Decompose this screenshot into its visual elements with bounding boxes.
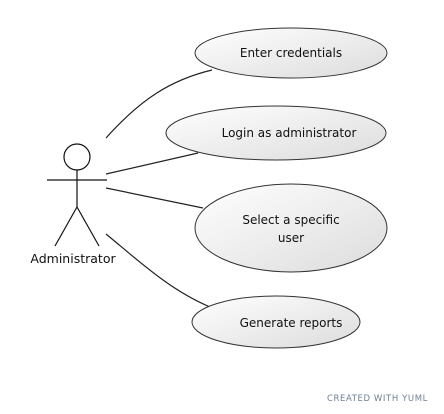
actor-left-leg [54,206,78,247]
use-case-label: Generate reports [240,316,343,330]
use-case-ellipse [191,295,361,349]
use-case-login-as-administrator: Login as administrator [165,105,387,161]
association-login-as-administrator [105,152,199,175]
use-case-enter-credentials: Enter credentials [194,27,388,79]
use-case-generate-reports: Generate reports [191,295,361,349]
use-case-ellipse [194,27,388,79]
actor-right-leg [76,206,100,247]
use-case-select-specific-user: Select a specific user [194,183,388,273]
use-case-label: user [278,231,304,245]
use-case-label: Select a specific [242,213,339,227]
association-select-specific-user [105,187,204,209]
association-generate-reports [105,233,211,308]
associations [105,69,213,308]
use-case-ellipse [165,105,387,161]
use-case-ellipse [194,183,388,273]
actor-label: Administrator [30,251,116,266]
use-case-label: Login as administrator [222,126,357,140]
association-enter-credentials [105,69,213,139]
actor-head [63,143,91,171]
actor-administrator [47,143,107,247]
use-case-label: Enter credentials [240,46,342,60]
footer-credit: CREATED WITH YUML [326,394,428,404]
